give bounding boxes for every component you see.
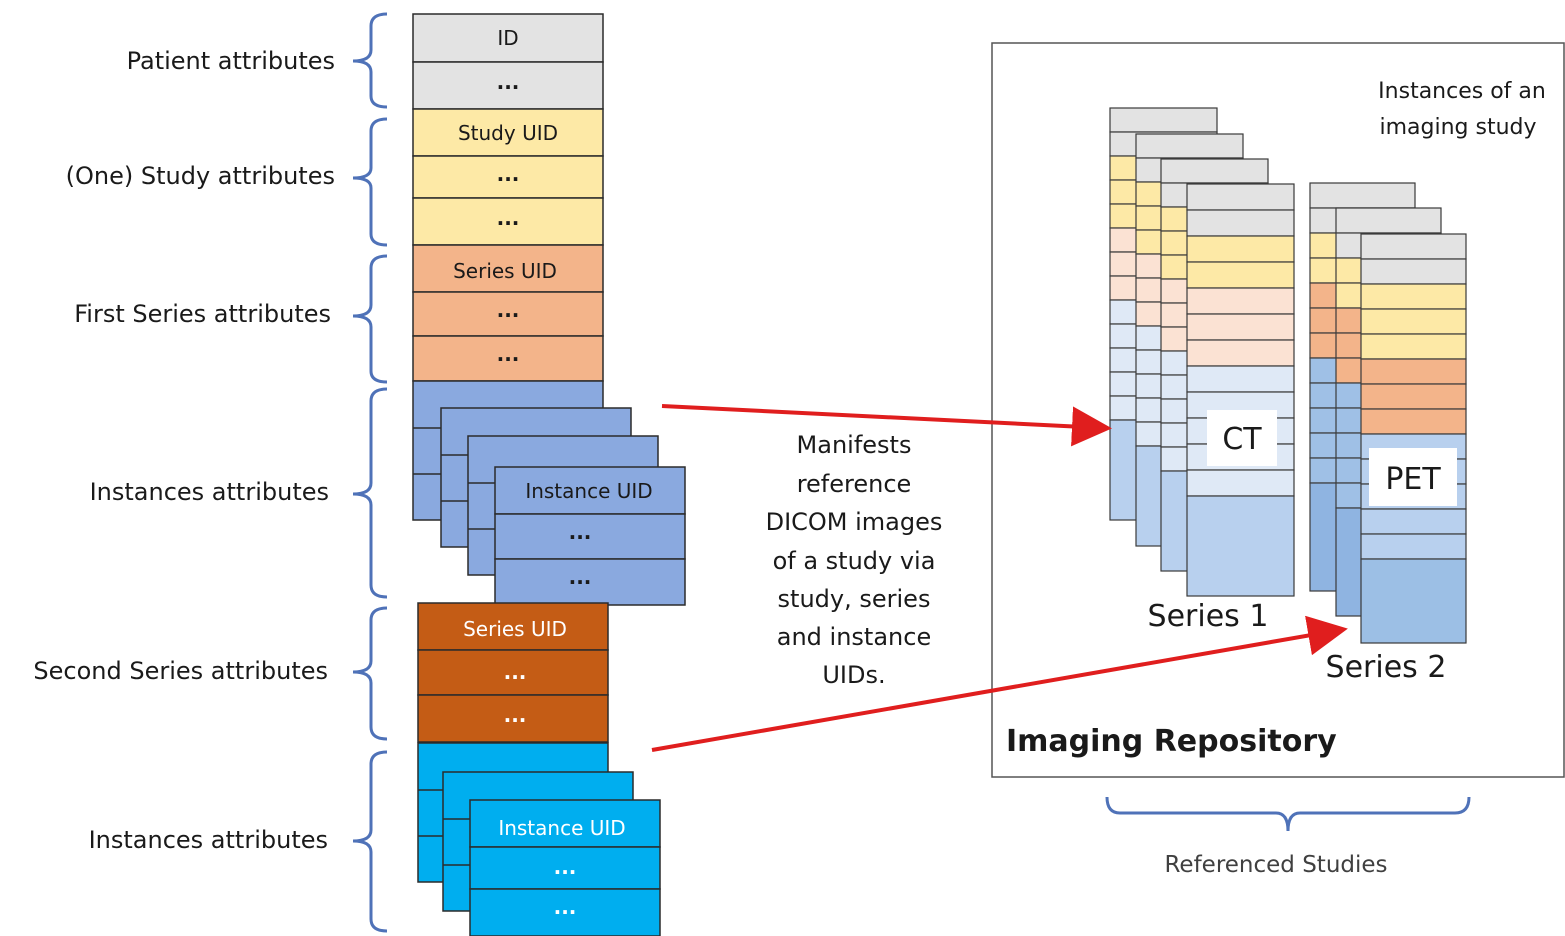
instance-card-front: Instance UID ... ... xyxy=(494,466,686,606)
brace-patient xyxy=(352,12,388,109)
first-series-dots-text-1: ... xyxy=(497,298,520,322)
second-series-dots-text-2: ... xyxy=(504,703,527,727)
second-series-uid-text: Series UID xyxy=(463,617,567,641)
brace-instances-1 xyxy=(352,387,388,599)
first-series-dots-text-2: ... xyxy=(497,342,520,366)
instance-dots-text-3: ... xyxy=(554,855,577,879)
brace-second-series xyxy=(352,606,388,741)
instances-stack-2: Instance UID ... ... xyxy=(417,742,661,936)
brace-study xyxy=(352,117,388,247)
series-2-stack: PET xyxy=(1309,182,1467,644)
first-series-uid-cell xyxy=(412,244,604,293)
pet-instance-card-front: PET xyxy=(1360,233,1467,644)
first-series-block: Series UID ... ... xyxy=(412,244,604,382)
pet-label: PET xyxy=(1385,462,1441,497)
referenced-studies-label: Referenced Studies xyxy=(1164,852,1387,878)
brace-instances-2 xyxy=(352,750,388,933)
label-second-series-attributes: Second Series attributes xyxy=(33,657,328,685)
patient-id-cell xyxy=(412,13,604,63)
arrow-to-series-2 xyxy=(651,615,1348,752)
study-dots-cell-1 xyxy=(412,155,604,199)
study-uid-text: Study UID xyxy=(458,121,558,145)
first-series-uid-text: Series UID xyxy=(453,259,557,283)
imaging-repository-title: Imaging Repository xyxy=(1006,724,1337,759)
label-patient-attributes: Patient attributes xyxy=(127,47,335,75)
manifest-text-line: Manifests xyxy=(797,431,912,459)
instance-uid-text-2: Instance UID xyxy=(498,816,625,840)
manifest-text-line: study, series xyxy=(778,585,931,613)
ct-instance-card-front: CT xyxy=(1186,183,1295,597)
first-series-dots-cell-2 xyxy=(412,335,604,382)
study-uid-cell xyxy=(412,108,604,157)
instances-caption-line-1: Instances of an xyxy=(1378,79,1546,104)
second-series-block: Series UID ... ... xyxy=(417,602,609,743)
brace-first-series xyxy=(352,254,388,384)
label-study-attributes: (One) Study attributes xyxy=(66,162,335,190)
study-dots-text-1: ... xyxy=(497,162,520,186)
patient-block: ID ... xyxy=(412,13,604,110)
manifest-text-line: reference xyxy=(797,470,912,498)
ct-label: CT xyxy=(1222,422,1262,457)
referenced-studies-brace xyxy=(1105,796,1471,832)
instance-dots-text-2: ... xyxy=(569,565,592,589)
second-series-uid-cell xyxy=(417,602,609,651)
patient-id-text: ID xyxy=(497,26,518,50)
instance-dots-text-4: ... xyxy=(554,895,577,919)
instances-stack-1: Instance UID ... ... xyxy=(412,380,686,606)
manifest-description: Manifests reference DICOM images of a st… xyxy=(766,431,943,689)
ct-label-box xyxy=(1207,410,1277,466)
manifest-text-line: DICOM images xyxy=(766,508,943,536)
patient-dots-text: ... xyxy=(497,70,520,94)
pet-label-box xyxy=(1369,448,1457,506)
instances-caption-line-2: imaging study xyxy=(1379,115,1536,140)
manifest-text-line: of a study via xyxy=(773,547,936,575)
study-dots-text-2: ... xyxy=(497,206,520,230)
second-series-dots-text-1: ... xyxy=(504,660,527,684)
series-1-stack: CT xyxy=(1109,107,1295,597)
series-1-label: Series 1 xyxy=(1148,599,1269,634)
second-series-dots-cell-2 xyxy=(417,694,609,743)
instance-card-front: Instance UID ... ... xyxy=(469,799,661,936)
patient-dots-cell xyxy=(412,61,604,110)
arrow-to-series-1 xyxy=(661,404,1112,447)
second-series-dots-cell-1 xyxy=(417,649,609,696)
label-instances-attributes-1: Instances attributes xyxy=(90,478,329,506)
label-instances-attributes-2: Instances attributes xyxy=(89,826,328,854)
instance-uid-text: Instance UID xyxy=(525,479,652,503)
manifest-text-line: and instance xyxy=(777,623,931,651)
series-2-label: Series 2 xyxy=(1326,650,1447,685)
manifest-text-line: UIDs. xyxy=(822,661,885,689)
study-block: Study UID ... ... xyxy=(412,108,604,246)
label-first-series-attributes: First Series attributes xyxy=(74,300,331,328)
instance-dots-text-1: ... xyxy=(569,520,592,544)
